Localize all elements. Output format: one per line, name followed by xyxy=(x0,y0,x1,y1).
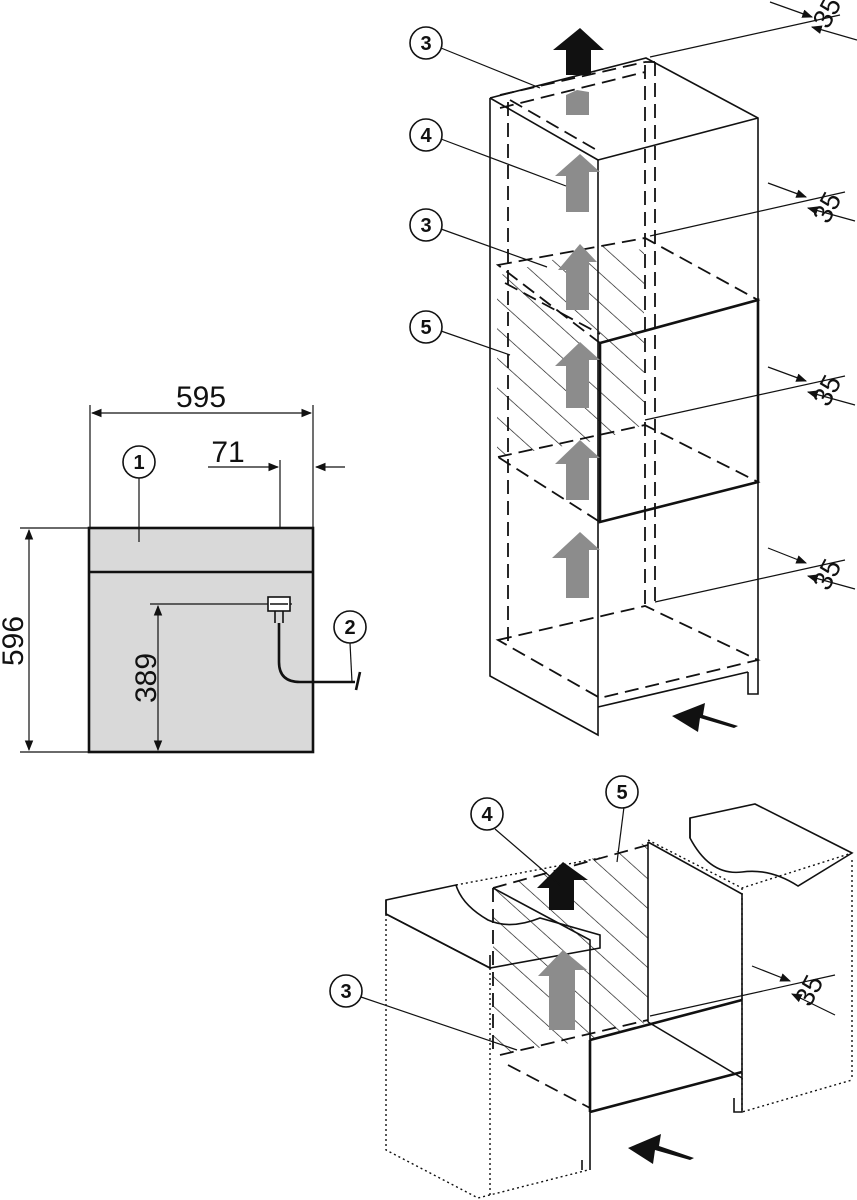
front-view: 595 71 596 389 xyxy=(0,381,367,754)
callout-4-base: 4 xyxy=(470,797,561,886)
gap-dim-4: 35 xyxy=(654,547,856,603)
svg-text:3: 3 xyxy=(420,215,431,237)
svg-text:1: 1 xyxy=(133,452,144,474)
right-base-unit xyxy=(647,803,854,1113)
svg-text:3: 3 xyxy=(340,981,351,1003)
connection-height-label: 389 xyxy=(130,653,163,703)
callout-3-middle: 3 xyxy=(409,208,548,268)
airflow-out-arrow-base xyxy=(537,862,588,910)
svg-text:2: 2 xyxy=(344,617,355,639)
callout-3-top: 3 xyxy=(409,26,541,89)
svg-text:4: 4 xyxy=(420,125,432,147)
base-cabinet: 35 4 5 3 xyxy=(329,775,854,1199)
svg-text:35: 35 xyxy=(807,0,848,33)
shelf-bottom xyxy=(495,605,761,699)
cabinet-left-side xyxy=(489,98,599,737)
hatch-area-base xyxy=(493,842,648,1055)
callout-5-tall: 5 xyxy=(409,310,511,356)
callout-3-base: 3 xyxy=(329,974,518,1051)
height-dim-label: 596 xyxy=(0,616,30,666)
width-dimension: 595 xyxy=(89,381,314,528)
svg-text:35: 35 xyxy=(789,970,830,1011)
oven-niche xyxy=(495,298,761,524)
gap-dim-1: 35 xyxy=(649,0,857,58)
connection-height-dimension: 389 xyxy=(130,603,292,752)
height-dimension: 596 xyxy=(0,527,88,753)
oven-front xyxy=(87,526,315,754)
svg-text:3: 3 xyxy=(420,33,431,55)
offset-dim-label: 71 xyxy=(211,436,244,469)
tall-cabinet: 35 35 35 35 xyxy=(409,0,857,737)
svg-text:5: 5 xyxy=(616,782,627,804)
connection-box xyxy=(267,596,362,691)
callout-4-tall: 4 xyxy=(409,118,567,187)
base-oven-niche xyxy=(492,841,743,1170)
svg-text:5: 5 xyxy=(420,317,431,339)
gap-dim-2: 35 xyxy=(649,182,856,237)
callout-1: 1 xyxy=(122,445,156,542)
width-dim-label: 595 xyxy=(176,381,226,414)
airflow-out-arrow xyxy=(553,28,604,75)
gap-dim-3: 35 xyxy=(644,366,856,421)
airflow-arrows-base xyxy=(537,862,694,1164)
airflow-in-arrow-base xyxy=(628,1134,694,1164)
airflow-arrows-tall xyxy=(552,28,738,732)
svg-text:4: 4 xyxy=(481,804,493,826)
airflow-in-arrow-tall xyxy=(672,703,738,732)
callout-5-base: 5 xyxy=(605,775,639,863)
callout-2: 2 xyxy=(333,610,367,683)
